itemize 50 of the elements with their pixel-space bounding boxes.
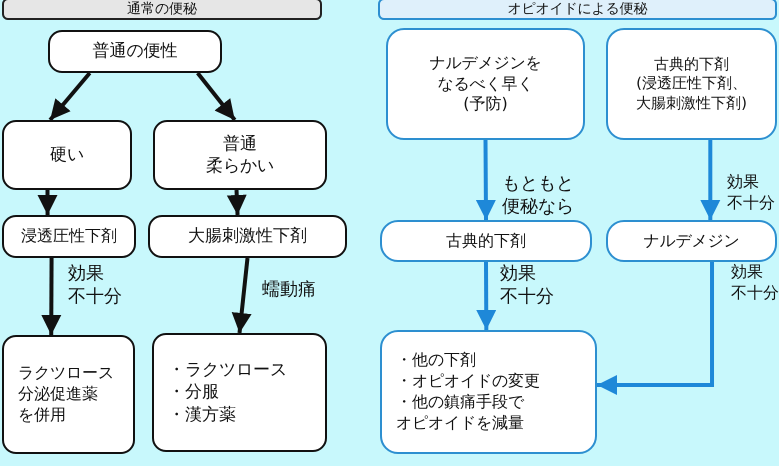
node-text: (浸透圧性下剤、大腸刺激性下剤) xyxy=(636,74,747,114)
node-text: ・分服 xyxy=(168,381,219,404)
node-text: 大腸刺激性下剤 xyxy=(188,225,307,248)
process-box xyxy=(380,220,592,262)
node-text: ・他の鎮痛手段でオピオイドを減量 xyxy=(396,392,524,434)
arrow xyxy=(48,72,92,122)
edge-label: 効果不十分 xyxy=(727,172,775,214)
node-text: 浸透圧性下剤 xyxy=(21,226,117,247)
arrow xyxy=(476,262,496,330)
arrow xyxy=(196,72,236,122)
node-text: 分泌促進薬を併用 xyxy=(18,384,98,426)
arrow xyxy=(700,140,720,220)
edge-label: 効果不十分 xyxy=(68,262,122,309)
node-text: 硬い xyxy=(50,144,84,166)
process-box xyxy=(153,120,327,190)
node-text: 古典的下剤 xyxy=(446,230,526,252)
node-text: 普通柔らかい xyxy=(206,132,274,178)
node-text: ・他の下剤 xyxy=(396,350,476,372)
node-text: ラクツロース xyxy=(18,363,114,384)
process-box xyxy=(386,28,585,140)
node-text: ナルデメジンをなるべく早く(予防) xyxy=(430,52,542,116)
process-box xyxy=(606,220,777,262)
edge-label: 蠕動痛 xyxy=(262,278,316,302)
process-box xyxy=(2,335,135,454)
node-text: 普通の便性 xyxy=(92,40,178,63)
node-text: ・ラクツロース xyxy=(168,359,287,382)
node-text: 古典的下剤 xyxy=(654,54,729,74)
node-text: ・オピオイドの変更 xyxy=(396,371,540,392)
edge-label: もともと便秘なら xyxy=(502,172,574,219)
edge-label: 効果不十分 xyxy=(500,262,554,309)
process-box xyxy=(148,215,347,258)
node-text: 通常の便秘 xyxy=(127,0,197,18)
process-box xyxy=(2,120,132,190)
header-box xyxy=(378,0,777,20)
node-text: オピオイドによる便秘 xyxy=(508,0,648,18)
node-text: ・漢方薬 xyxy=(168,404,236,426)
header-box xyxy=(2,0,322,20)
arrow xyxy=(232,258,252,334)
process-box xyxy=(606,28,777,140)
process-box xyxy=(152,333,327,452)
arrow xyxy=(38,190,58,215)
arrow xyxy=(597,262,714,395)
process-box xyxy=(48,30,222,73)
node-text: ナルデメジン xyxy=(644,230,740,252)
arrow xyxy=(476,140,496,220)
arrow xyxy=(226,190,247,216)
process-box xyxy=(2,215,136,258)
arrow xyxy=(41,258,62,335)
process-box xyxy=(380,330,597,454)
edge-label: 効果不十分 xyxy=(731,262,779,304)
